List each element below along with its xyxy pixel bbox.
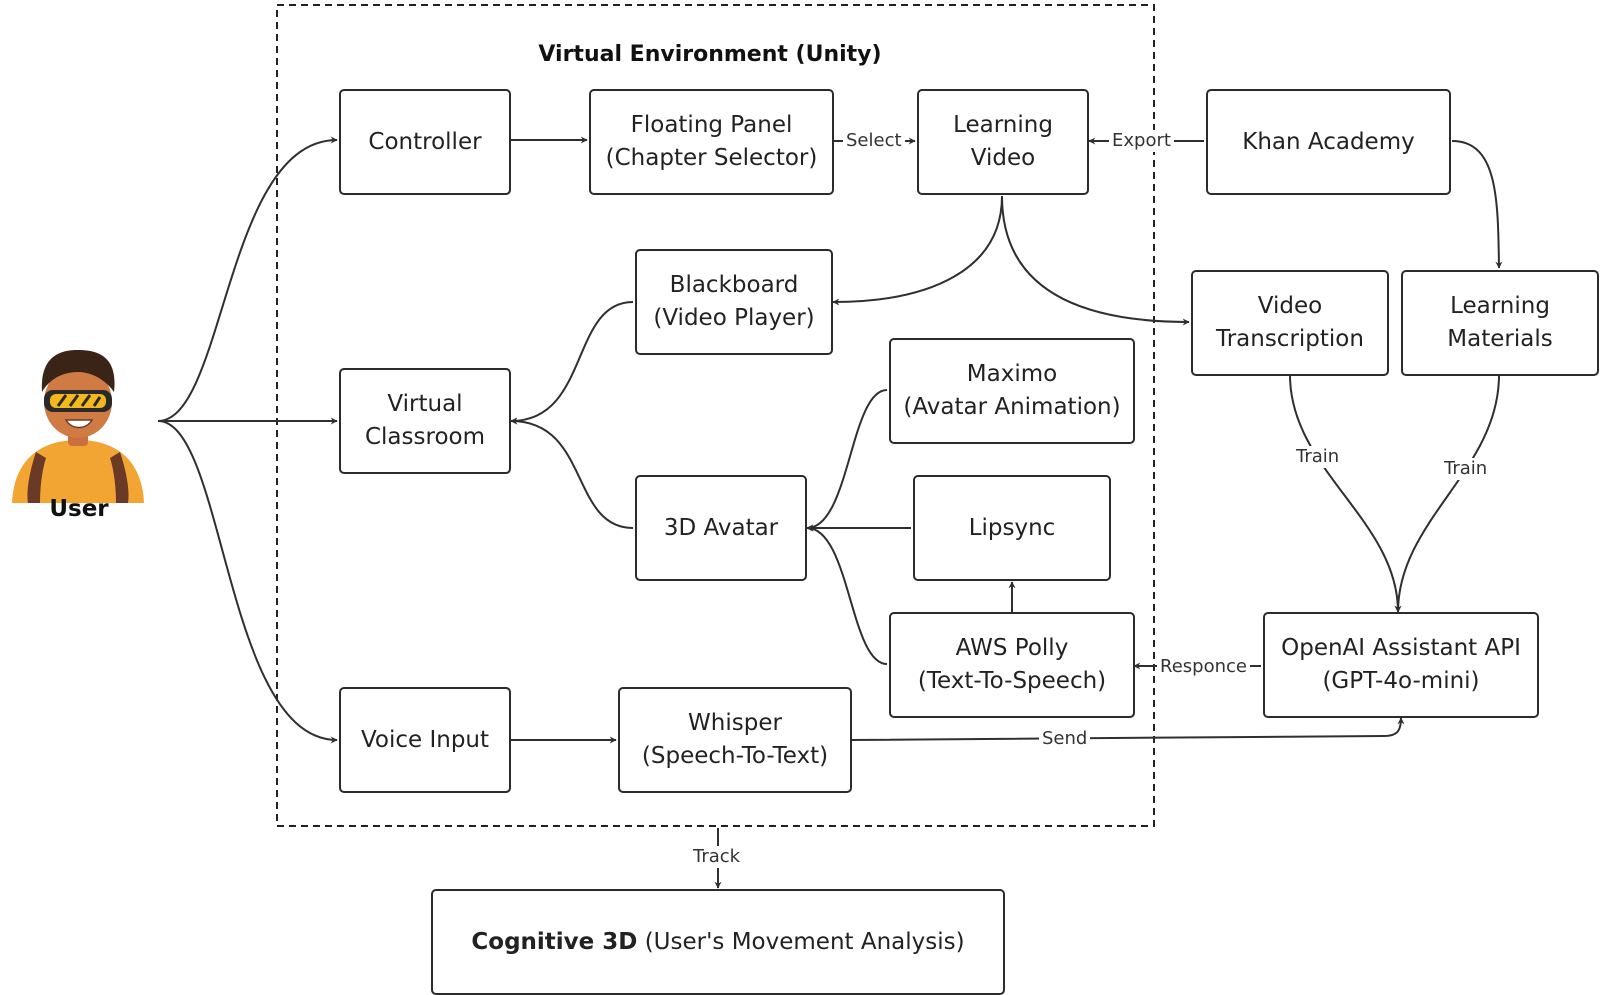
node-openai: OpenAI Assistant API (GPT-4o-mini) — [1263, 612, 1539, 718]
node-learning-materials: Learning Materials — [1401, 270, 1599, 376]
node-aws-polly-title: AWS Polly — [955, 635, 1069, 661]
node-virtual-classroom-line2: Classroom — [364, 424, 485, 450]
edge-label-send: Send — [1039, 728, 1091, 750]
node-floating-panel-title: Floating Panel — [630, 112, 793, 138]
node-learning-materials-line2: Materials — [1447, 326, 1553, 352]
node-voice-input-label: Voice Input — [360, 726, 490, 753]
user-avatar-icon — [12, 350, 144, 503]
edge-label-export: Export — [1109, 130, 1174, 152]
edge-khan-materials — [1451, 140, 1503, 269]
node-blackboard-subtitle: (Video Player) — [653, 305, 815, 331]
edge-whisper-openai — [850, 717, 1405, 741]
node-aws-polly-subtitle: (Text-To-Speech) — [917, 668, 1107, 694]
edge-materials-openai — [1394, 374, 1500, 613]
node-floating-panel: Floating Panel (Chapter Selector) — [589, 89, 834, 195]
edge-label-train-materials: Train — [1441, 458, 1491, 480]
edge-video-transcription — [1001, 195, 1190, 326]
node-whisper-subtitle: (Speech-To-Text) — [641, 743, 829, 769]
node-whisper: Whisper (Speech-To-Text) — [618, 687, 852, 793]
edge-label-train-transcription: Train — [1293, 446, 1343, 468]
edge-video-blackboard — [832, 195, 1003, 306]
edge-blackboard-classroom — [510, 301, 634, 425]
node-lipsync: Lipsync — [913, 475, 1111, 581]
node-virtual-classroom: Virtual Classroom — [339, 368, 511, 474]
node-aws-polly: AWS Polly (Text-To-Speech) — [889, 612, 1135, 718]
node-maximo: Maximo (Avatar Animation) — [889, 338, 1135, 444]
node-openai-title: OpenAI Assistant API — [1281, 635, 1521, 661]
edge-transcription-openai — [1289, 374, 1402, 613]
node-openai-subtitle: (GPT-4o-mini) — [1322, 668, 1480, 694]
edge-polly-avatar — [806, 524, 888, 665]
node-video-transcription-line1: Video — [1257, 293, 1323, 319]
node-blackboard: Blackboard (Video Player) — [635, 249, 833, 355]
node-controller: Controller — [339, 89, 511, 195]
node-video-transcription: Video Transcription — [1191, 270, 1389, 376]
node-controller-label: Controller — [368, 128, 482, 155]
node-learning-video: Learning Video — [917, 89, 1089, 195]
node-learning-video-line2: Video — [970, 145, 1036, 171]
node-learning-materials-line1: Learning — [1450, 293, 1550, 319]
node-whisper-title: Whisper — [688, 710, 782, 736]
edge-user-voice — [157, 420, 338, 744]
node-lipsync-label: Lipsync — [968, 514, 1056, 541]
node-cognitive-3d-name: Cognitive 3D — [471, 928, 638, 955]
edge-user-controller — [157, 136, 338, 422]
node-virtual-classroom-line1: Virtual — [387, 391, 463, 417]
node-maximo-title: Maximo — [966, 361, 1058, 387]
node-voice-input: Voice Input — [339, 687, 511, 793]
node-video-transcription-line2: Transcription — [1216, 326, 1364, 352]
node-floating-panel-subtitle: (Chapter Selector) — [605, 145, 818, 171]
user-label: User — [49, 496, 109, 522]
node-maximo-subtitle: (Avatar Animation) — [903, 394, 1121, 420]
edge-avatar-classroom — [510, 417, 634, 529]
environment-title: Virtual Environment (Unity) — [538, 42, 882, 67]
node-cognitive-3d: Cognitive 3D (User's Movement Analysis) — [431, 889, 1005, 995]
edge-label-track: Track — [690, 846, 744, 868]
node-cognitive-3d-description: (User's Movement Analysis) — [637, 928, 965, 955]
environment-boundary — [276, 4, 1155, 827]
node-khan-academy: Khan Academy — [1206, 89, 1451, 195]
edge-label-select: Select — [843, 130, 905, 152]
node-blackboard-title: Blackboard — [669, 272, 799, 298]
edge-label-responce: Responce — [1157, 656, 1250, 678]
node-khan-academy-label: Khan Academy — [1242, 128, 1415, 155]
node-3d-avatar-label: 3D Avatar — [663, 514, 779, 541]
node-3d-avatar: 3D Avatar — [635, 475, 807, 581]
node-learning-video-line1: Learning — [953, 112, 1053, 138]
edge-maximo-avatar — [806, 389, 888, 532]
